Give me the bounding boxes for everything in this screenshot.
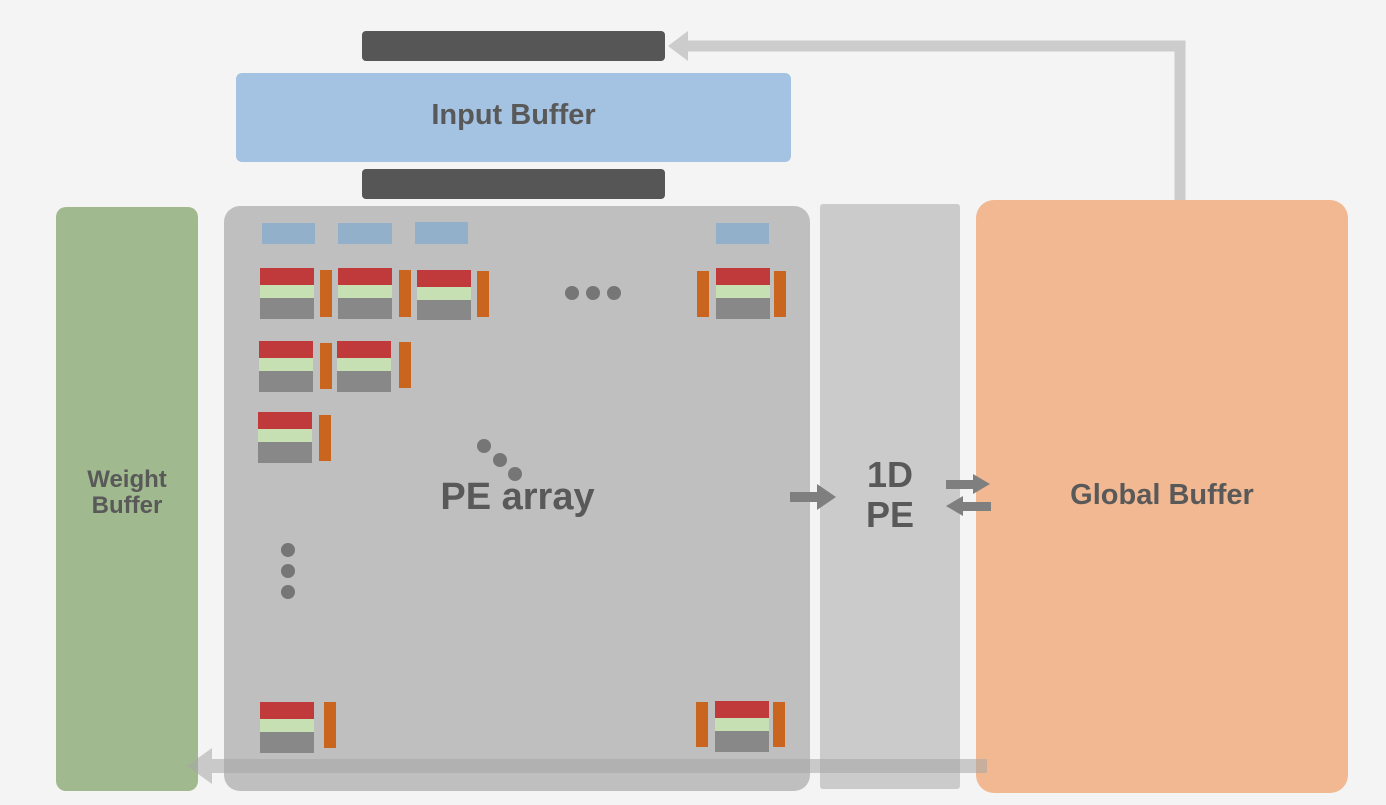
feedback-arrowhead	[668, 31, 688, 61]
pe-array-label: PE array	[440, 476, 595, 518]
pe-cell	[697, 268, 786, 319]
input-buffer	[236, 73, 791, 162]
horizontal-ellipsis	[565, 286, 621, 300]
weight-buffer-label: Weight Buffer	[87, 466, 167, 520]
pe-cell	[260, 702, 336, 753]
diagonal-ellipsis	[477, 439, 522, 481]
pe-cell	[260, 268, 332, 319]
global-to-pe-1d-arrow	[946, 496, 991, 516]
vertical-ellipsis	[281, 543, 295, 599]
input-buffer-label: Input Buffer	[431, 99, 596, 131]
top-register-bar	[362, 31, 665, 61]
pe-cell	[338, 268, 411, 319]
pe-1d-to-global-arrow	[946, 474, 990, 494]
pe-array-to-1d-arrow	[790, 484, 836, 510]
pe-1d-label: 1D PE	[865, 454, 915, 535]
pe-cell	[696, 701, 785, 752]
pe-1d	[820, 204, 960, 789]
pe-cell	[259, 341, 332, 392]
global-buffer-label: Global Buffer	[1070, 479, 1254, 511]
global-to-weight-return-arrow	[187, 748, 987, 784]
pe-input-cell	[338, 223, 392, 244]
global-buffer	[976, 200, 1348, 793]
pe-input-cell	[716, 223, 769, 244]
weight-buffer	[56, 207, 198, 791]
pe-cell	[258, 412, 331, 463]
pe-input-cell	[415, 222, 468, 244]
pe-cell	[417, 270, 489, 320]
pe-input-cell	[262, 223, 315, 244]
pe-cell	[337, 341, 411, 392]
bottom-register-bar	[362, 169, 665, 199]
global-to-input-feedback-arrow	[688, 40, 1186, 200]
